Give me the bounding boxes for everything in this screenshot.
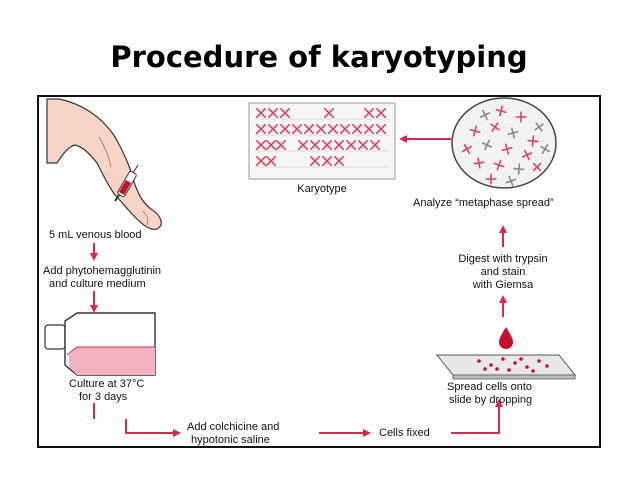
chromosome-icon	[324, 108, 334, 118]
spread-cell-dots	[477, 357, 549, 373]
chromosome-icon	[364, 124, 374, 134]
chromosome-icon	[266, 140, 276, 150]
metaphase-spread-circle	[451, 97, 557, 189]
chromosome-icon	[515, 111, 527, 123]
arrow-culture-to-colchicine	[125, 419, 181, 437]
culture-flask	[44, 312, 156, 376]
arm-illustration	[46, 98, 162, 230]
step-analyze-label: Analyze “metaphase spread”	[413, 197, 554, 209]
chromosome-icon	[310, 156, 320, 166]
cell-dot	[545, 364, 549, 368]
cell-dot	[537, 359, 541, 363]
chromosome-icon	[493, 159, 505, 171]
cell-dot	[489, 363, 493, 367]
chromosome-icon	[513, 163, 525, 175]
chromosome-icon	[534, 122, 544, 132]
arrow-fixed-to-spread	[451, 399, 503, 434]
chromosome-icon	[280, 108, 290, 118]
karyotype-label: Karyotype	[297, 183, 347, 195]
chromosome-icon	[340, 124, 350, 134]
chromosome-icon	[256, 156, 266, 166]
step-spread-label-2: slide by dropping	[449, 394, 533, 406]
chromosome-icon	[346, 140, 356, 150]
chromosome-icon	[505, 175, 517, 187]
chromosome-icon	[276, 140, 286, 150]
chromosome-icon	[298, 140, 308, 150]
diagram-art	[44, 97, 577, 437]
cell-dot	[525, 365, 529, 369]
chromosome-icon	[266, 156, 276, 166]
step-fixed-label: Cells fixed	[379, 427, 430, 439]
chromosome-icon	[481, 139, 493, 151]
diagram-frame: 5 mL venous blood Add phytohemagglutinin…	[37, 95, 601, 448]
chromosome-icon	[527, 135, 539, 147]
chromosome-icon	[268, 108, 278, 118]
chromosome-icon	[485, 173, 497, 185]
chromosome-icon	[469, 125, 481, 137]
chromosome-icon	[334, 140, 344, 150]
chromosome-icon	[334, 156, 344, 166]
cell-dot	[507, 368, 511, 372]
cell-dot	[519, 357, 523, 361]
chromosome-icon	[376, 108, 386, 118]
chromosome-icon	[256, 108, 266, 118]
karyotype-chromosomes	[255, 108, 389, 168]
metaphase-chromosomes	[462, 105, 550, 187]
chromosome-icon	[256, 124, 266, 134]
chromosome-icon	[322, 156, 332, 166]
cell-dot	[501, 357, 505, 361]
chromosome-icon	[256, 140, 266, 150]
chromosome-icon	[280, 124, 290, 134]
chromosome-icon	[540, 144, 550, 154]
chromosome-icon	[462, 144, 472, 154]
chromosome-icon	[304, 124, 314, 134]
chromosome-icon	[364, 108, 374, 118]
syringe-icon	[114, 164, 139, 202]
chromosome-icon	[376, 124, 386, 134]
chromosome-icon	[310, 140, 320, 150]
chromosome-icon	[316, 124, 326, 134]
chromosome-icon	[352, 124, 362, 134]
step-spread-label-1: Spread cells onto	[447, 381, 532, 393]
chromosome-icon	[532, 162, 542, 172]
step-colchicine-label-1: Add colchicine and	[187, 421, 280, 433]
step-pha-label-1: Add phytohemagglutinin	[43, 265, 162, 277]
step-blood-label: 5 mL venous blood	[49, 229, 142, 241]
step-digest-label-3: with Giemsa	[472, 279, 534, 291]
chromosome-icon	[521, 149, 533, 161]
cell-dot	[495, 367, 499, 371]
chromosome-icon	[501, 143, 513, 155]
chromosome-icon	[479, 109, 491, 121]
chromosome-icon	[507, 127, 519, 139]
step-colchicine-label-2: hypotonic saline	[191, 434, 270, 446]
chromosome-icon	[328, 124, 338, 134]
page-title: Procedure of karyotyping	[110, 40, 528, 74]
chromosome-icon	[292, 124, 302, 134]
cell-dot	[531, 369, 535, 373]
slide-illustration	[435, 354, 577, 380]
chromosome-icon	[490, 122, 500, 132]
step-digest-label-2: and stain	[480, 266, 526, 278]
chromosome-icon	[473, 157, 485, 169]
step-culture-label-2: for 3 days	[79, 391, 128, 403]
cell-dot	[513, 361, 517, 365]
step-pha-label-2: and culture medium	[49, 278, 146, 290]
chromosome-icon	[495, 105, 507, 117]
chromosome-icon	[268, 124, 278, 134]
cell-dot	[477, 359, 481, 363]
chromosome-icon	[322, 140, 332, 150]
chromosome-icon	[358, 140, 368, 150]
cell-dot	[483, 367, 487, 371]
step-culture-label-1: Culture at 37°C	[69, 378, 145, 390]
karyotype-board	[248, 102, 396, 180]
blood-drop-icon	[499, 327, 513, 349]
chromosome-icon	[370, 140, 380, 150]
step-digest-label-1: Digest with trypsin	[458, 253, 548, 265]
